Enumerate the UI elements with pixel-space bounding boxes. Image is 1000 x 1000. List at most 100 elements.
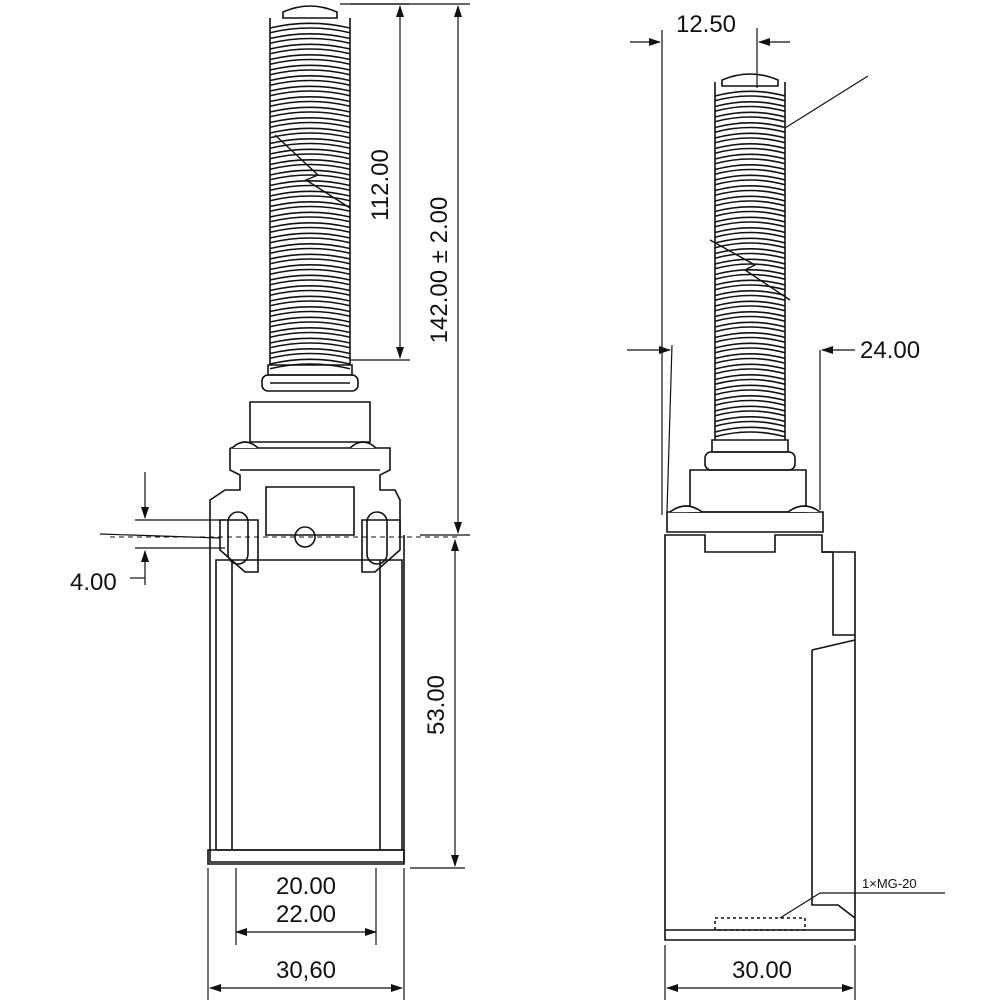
spring-coil [270, 144, 350, 149]
spring-coil [715, 406, 785, 411]
dim-slot-offset: 4.00 [70, 569, 117, 596]
spring-coil [270, 160, 350, 165]
spring-coil [715, 117, 785, 122]
spring-coil [715, 417, 785, 422]
spring-coil [715, 396, 785, 401]
spring-coil [270, 338, 350, 343]
dim-bushing-width: 24.00 [860, 337, 920, 364]
spring-coil [715, 432, 785, 437]
spring-coil [715, 107, 785, 112]
spring-coil [270, 76, 350, 81]
front-dimensions [100, 4, 470, 1000]
dim-total-height: 142.00 ± 2.00 [426, 197, 453, 344]
spring-coil [270, 34, 350, 39]
spring-coil [715, 270, 785, 275]
side-view [665, 74, 855, 940]
dim-body-height: 53.00 [423, 675, 450, 735]
spring-coil [715, 354, 785, 359]
spring-coil [270, 49, 350, 54]
spring-coil [270, 107, 350, 112]
dim-rod-diameter: 12.50 [676, 11, 736, 38]
spring-coil [270, 207, 350, 212]
dim-spring-length: 112.00 [367, 149, 394, 221]
spring-coil [715, 201, 785, 206]
spring-coil [270, 149, 350, 154]
spring-coil [270, 312, 350, 317]
spring-coil [270, 244, 350, 249]
spring-coil [715, 427, 785, 432]
spring-coil [270, 154, 350, 159]
spring-coil [715, 144, 785, 149]
spring-coil [715, 301, 785, 306]
spring-coil [270, 65, 350, 70]
spring-coil [715, 112, 785, 117]
dim-hole-spacing-outer: 22.00 [276, 901, 336, 928]
spring-coil [270, 175, 350, 180]
spring-coil [715, 228, 785, 233]
spring-coil [270, 212, 350, 217]
spring-coil [715, 154, 785, 159]
spring-coil [715, 296, 785, 301]
front-spring [270, 23, 350, 368]
spring-coil [270, 23, 350, 28]
spring-coil [270, 70, 350, 75]
spring-coil [270, 223, 350, 228]
spring-coil [715, 233, 785, 238]
spring-coil [270, 86, 350, 91]
spring-coil [270, 228, 350, 233]
spring-coil [715, 322, 785, 327]
spring-coil [715, 128, 785, 133]
spring-coil [715, 306, 785, 311]
spring-coil [270, 328, 350, 333]
spring-coil [270, 333, 350, 338]
spring-coil [715, 175, 785, 180]
spring-coil [715, 133, 785, 138]
spring-coil [715, 149, 785, 154]
spring-coil [270, 270, 350, 275]
spring-coil [270, 354, 350, 359]
spring-coil [270, 286, 350, 291]
spring-coil [270, 296, 350, 301]
spring-coil [715, 238, 785, 243]
spring-coil [715, 411, 785, 416]
spring-coil [270, 39, 350, 44]
spring-coil [270, 81, 350, 86]
spring-coil [270, 291, 350, 296]
side-dimensions [627, 28, 945, 1000]
spring-coil [715, 259, 785, 264]
spring-coil [270, 128, 350, 133]
spring-coil [715, 170, 785, 175]
dim-hole-spacing-inner: 20.00 [276, 873, 336, 900]
spring-coil [715, 96, 785, 101]
spring-coil [270, 139, 350, 144]
spring-coil [715, 375, 785, 380]
spring-coil [715, 348, 785, 353]
spring-coil [715, 291, 785, 296]
spring-coil [715, 159, 785, 164]
spring-coil [270, 191, 350, 196]
spring-coil [715, 264, 785, 269]
spring-coil [715, 364, 785, 369]
spring-coil [715, 165, 785, 170]
spring-coil [270, 123, 350, 128]
spring-coil [715, 338, 785, 343]
spring-coil [715, 327, 785, 332]
spring-coil [270, 301, 350, 306]
spring-coil [715, 312, 785, 317]
spring-coil [270, 359, 350, 364]
spring-coil [270, 91, 350, 96]
spring-coil [270, 196, 350, 201]
spring-coil [715, 217, 785, 222]
spring-coil [270, 60, 350, 65]
spring-coil [715, 222, 785, 227]
spring-coil [715, 123, 785, 128]
spring-coil [270, 181, 350, 186]
spring-coil [270, 343, 350, 348]
spring-coil [715, 191, 785, 196]
spring-coil [715, 369, 785, 374]
spring-coil [715, 285, 785, 290]
spring-coil [270, 133, 350, 138]
spring-coil [715, 275, 785, 280]
spring-coil [270, 165, 350, 170]
